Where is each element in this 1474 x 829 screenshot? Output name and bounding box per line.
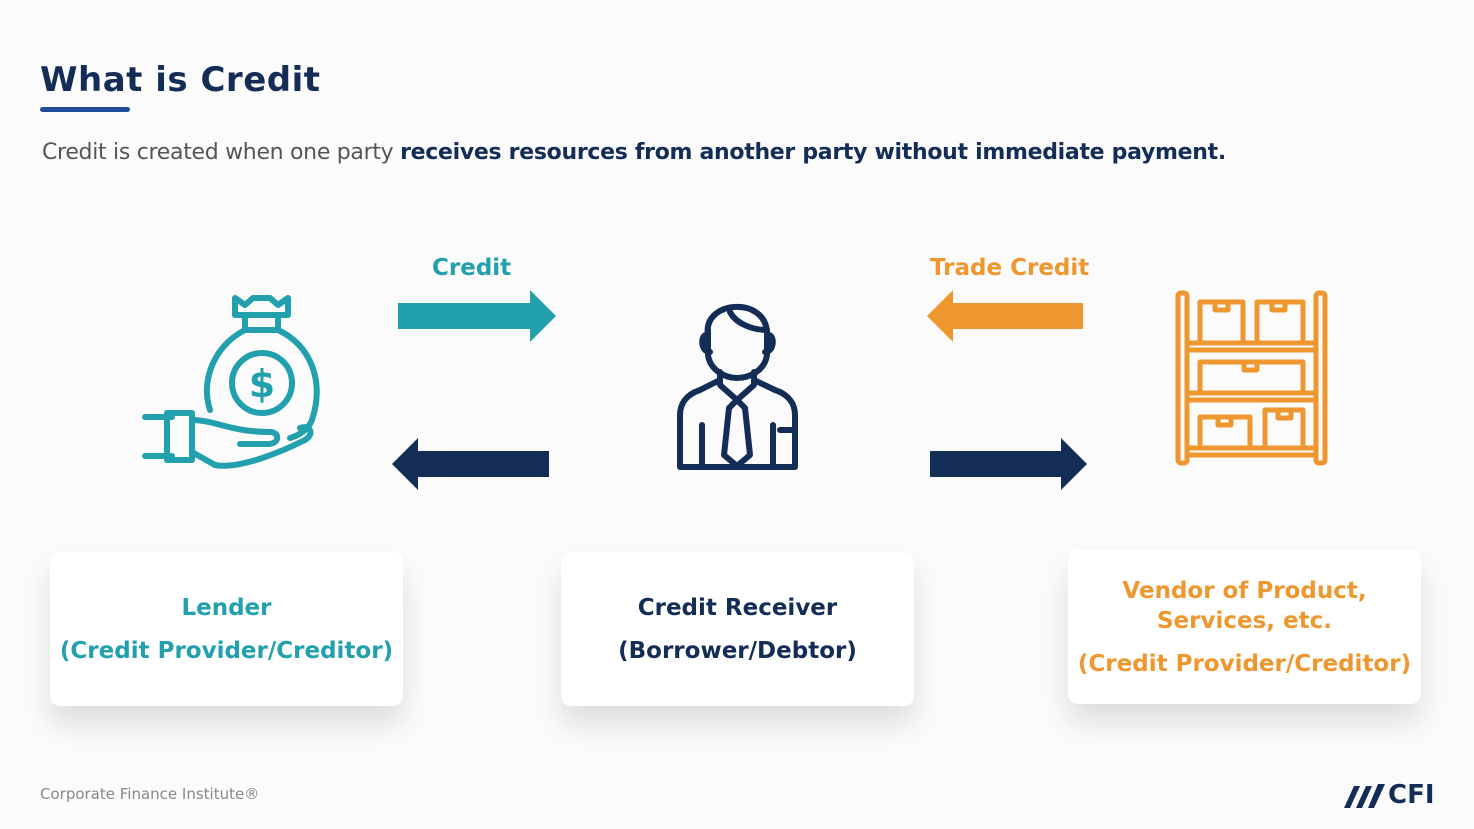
lender-title: Lender bbox=[181, 594, 272, 621]
lender-subtitle: (Credit Provider/Creditor) bbox=[59, 637, 394, 664]
vendor-title-2: Services, etc. bbox=[1156, 607, 1332, 634]
title-underline bbox=[40, 107, 130, 112]
arrow-right-navy bbox=[930, 438, 1087, 490]
vendor-title-1: Vendor of Product, bbox=[1122, 577, 1367, 604]
person-icon bbox=[677, 303, 798, 470]
subtitle-plain: Credit is created when one party bbox=[42, 140, 401, 165]
footer-text: Corporate Finance Institute® bbox=[40, 785, 260, 803]
cfi-logo-mark bbox=[1344, 784, 1385, 808]
vendor-card: Vendor of Product, Services, etc. (Credi… bbox=[1068, 550, 1421, 704]
cfi-logo: CFI bbox=[1342, 780, 1435, 810]
receiver-title: Credit Receiver bbox=[637, 594, 838, 621]
receiver-subtitle: (Borrower/Debtor) bbox=[618, 637, 857, 664]
svg-text:$: $ bbox=[249, 362, 275, 406]
page-title: What is Credit bbox=[40, 60, 321, 100]
trade-credit-label: Trade Credit bbox=[930, 255, 1090, 281]
receiver-card: Credit Receiver (Borrower/Debtor) bbox=[561, 552, 914, 706]
subtitle: Credit is created when one party receive… bbox=[42, 140, 1226, 165]
lender-card: Lender (Credit Provider/Creditor) bbox=[50, 552, 403, 706]
warehouse-shelf-icon bbox=[1175, 290, 1328, 466]
arrow-left-orange bbox=[927, 290, 1083, 342]
money-bag-hand-icon: $ bbox=[142, 295, 320, 469]
subtitle-bold: receives resources from another party wi… bbox=[400, 140, 1226, 165]
arrow-right-teal bbox=[398, 290, 556, 342]
credit-label: Credit bbox=[432, 255, 512, 281]
arrow-left-navy bbox=[392, 438, 549, 490]
cfi-logo-text: CFI bbox=[1388, 780, 1435, 810]
vendor-subtitle: (Credit Provider/Creditor) bbox=[1077, 650, 1412, 677]
